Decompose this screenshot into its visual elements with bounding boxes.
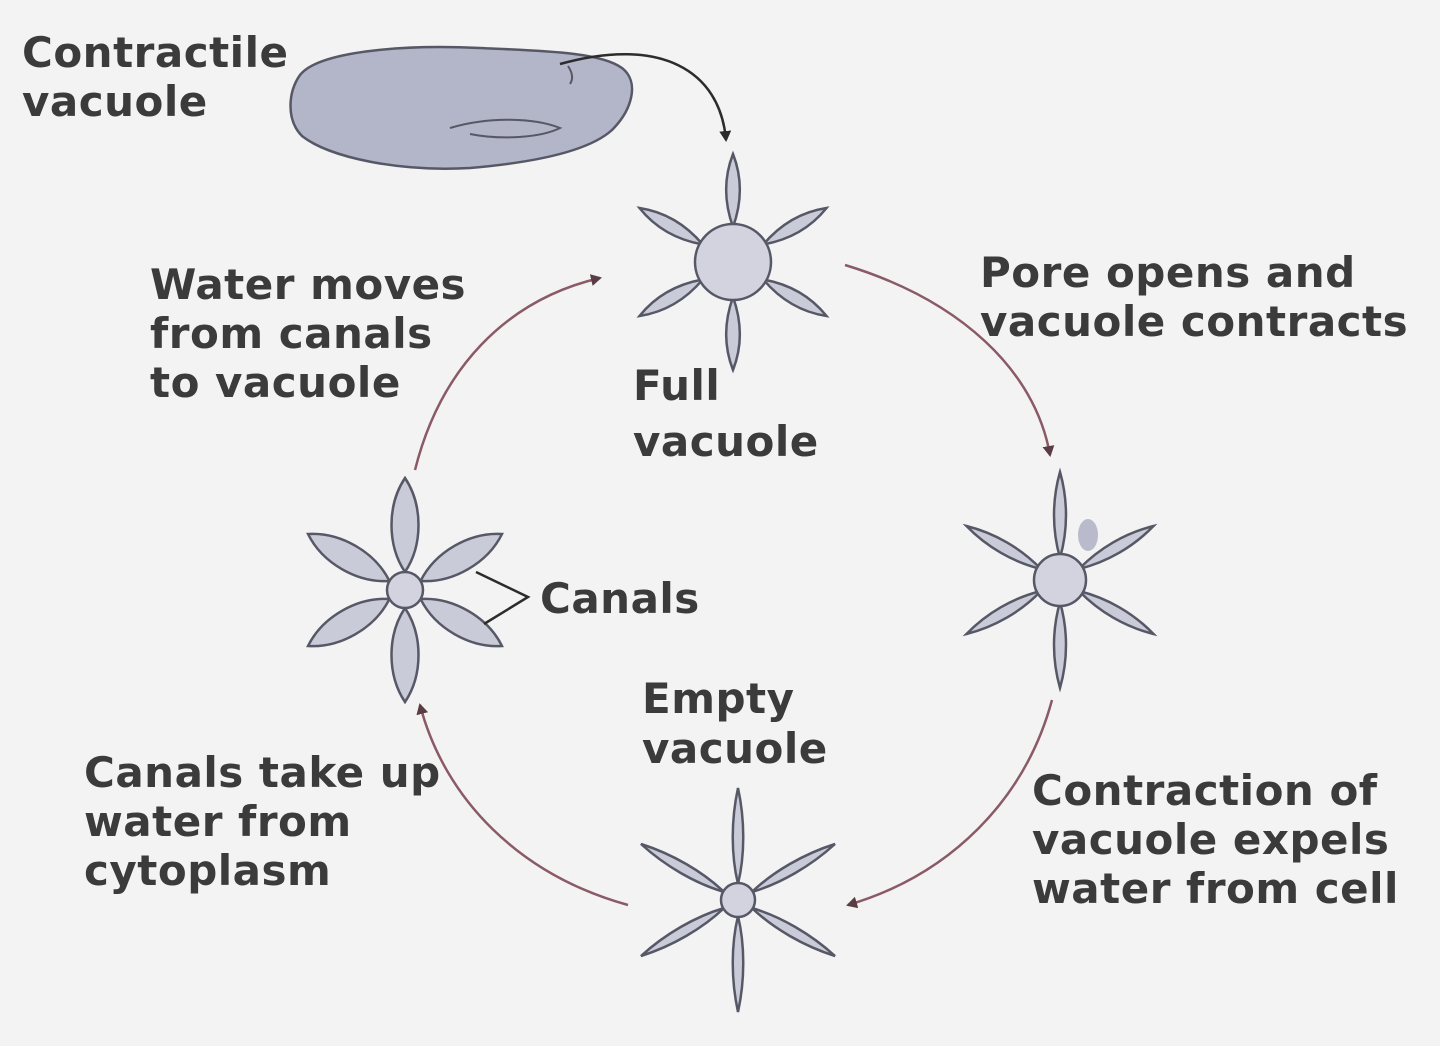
full-vacuole-label: Full vacuole — [633, 361, 819, 466]
canals-take-up-label: Canals take up water from cytoplasm — [84, 748, 441, 895]
empty-vacuole-label: Empty vacuole — [642, 674, 828, 773]
arrow-canals-to-full — [413, 274, 602, 471]
arrow-contracting-to-empty — [846, 699, 1054, 909]
water-moves-label: Water moves from canals to vacuole — [150, 260, 467, 407]
canals-pointer — [475, 570, 531, 626]
canals-label: Canals — [540, 574, 700, 623]
contracting-vacuole — [962, 467, 1158, 693]
full-vacuole — [636, 150, 830, 374]
paramecium-cell — [289, 45, 634, 170]
filling-vacuole — [306, 475, 504, 705]
pore-opens-label: Pore opens and vacuole contracts — [980, 248, 1409, 346]
arrow-empty-to-canals — [416, 703, 629, 907]
arrow-full-to-contracting — [844, 263, 1055, 457]
empty-vacuole — [640, 787, 836, 1013]
contractile-vacuole-label: Contractile vacuole — [22, 28, 289, 126]
cycle-arrows — [413, 263, 1055, 909]
cell-to-vacuole-arrow — [559, 52, 732, 142]
contraction-label: Contraction of vacuole expels water from… — [1032, 766, 1399, 913]
